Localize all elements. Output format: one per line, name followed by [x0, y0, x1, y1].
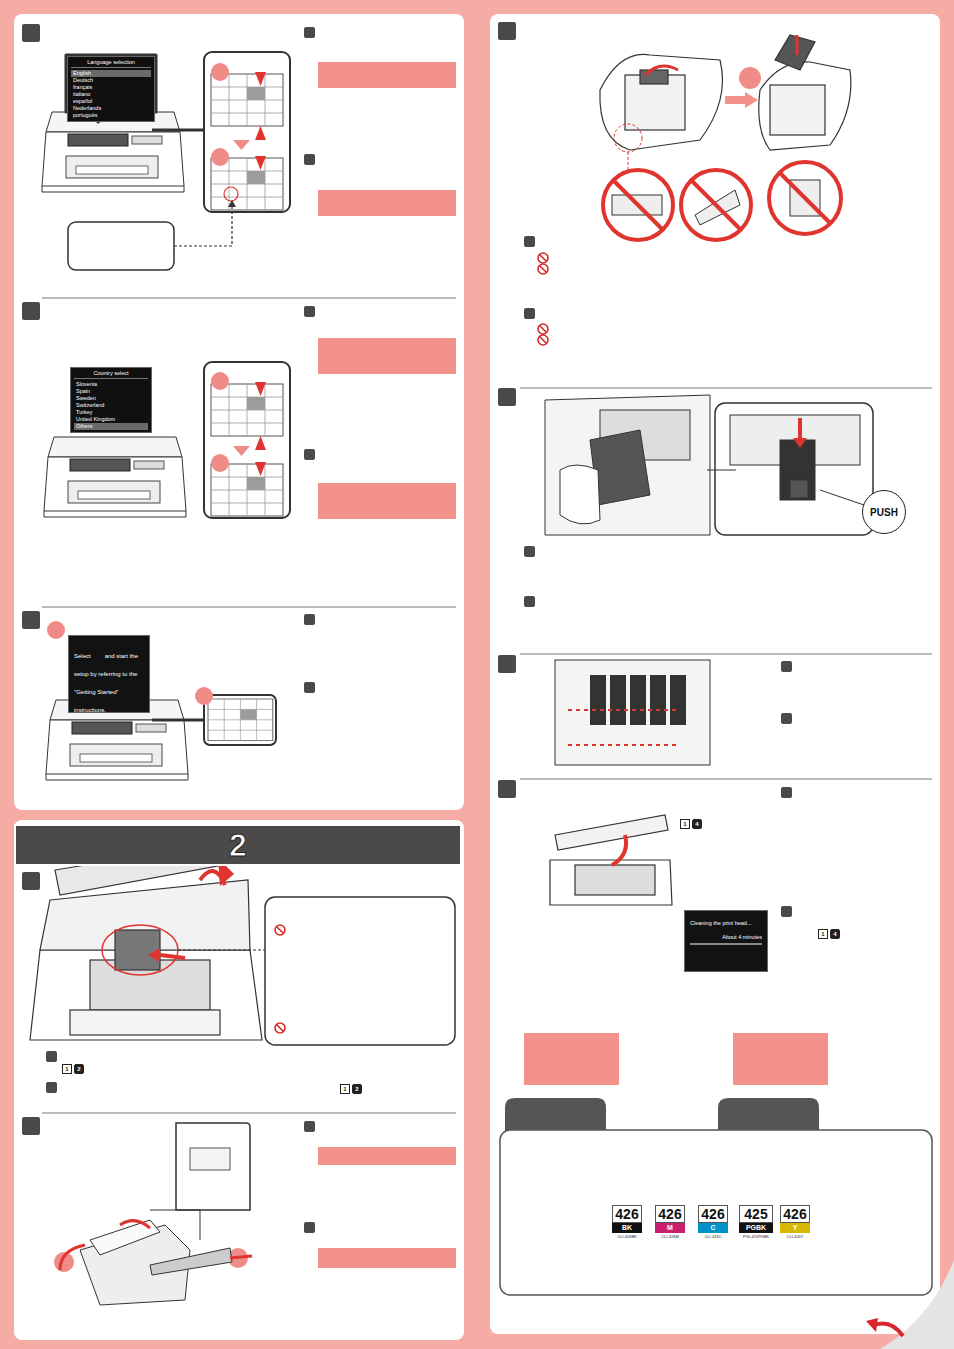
menu-item: Sweden [74, 395, 148, 402]
push-text: PUSH [870, 507, 898, 518]
substep-marker [46, 27, 792, 1233]
page-ref-number: 2 [74, 1064, 84, 1074]
menu-item: Nederlands [71, 105, 151, 112]
color-code: PGBK [739, 1223, 773, 1233]
screen-title: Country select [74, 370, 148, 379]
lcd-screen: Selectand start the setup by referring t… [68, 635, 150, 713]
ink-tank-icon: 426MCLI-426M [655, 1205, 685, 1240]
model-name: CLI-426M [661, 1234, 679, 1240]
push-badge: PUSH [862, 490, 906, 534]
ink-tank-icon: 426YCLI-426Y [780, 1205, 810, 1240]
model-name: CLI-426BK [617, 1234, 637, 1240]
menu-item: français [71, 84, 151, 91]
ink-tank-icon: 426CCLI-426C [698, 1205, 728, 1240]
panel [490, 14, 940, 1334]
page-ref-number: 4 [692, 819, 702, 829]
step-marker [22, 22, 516, 1135]
screen-message: and start the setup by referring to the … [74, 653, 138, 713]
ink-tank-icon: 425PGBKPGI-425PGBK [739, 1205, 773, 1240]
callout-dot [47, 63, 804, 1272]
highlight-bar [318, 62, 828, 1268]
section-heading: 2 [14, 824, 462, 866]
lcd-screen: Language selectionEnglishDeutschfrançais… [67, 56, 155, 122]
screen-title: Language selection [71, 59, 151, 68]
panel [14, 14, 464, 810]
screen-message: About 4 minutes [690, 933, 762, 945]
screen-message: Select [74, 653, 105, 659]
menu-item: Turkey [74, 409, 148, 416]
menu-item: Spain [74, 388, 148, 395]
color-code: C [698, 1223, 728, 1233]
page-ref-number: 1 [62, 1064, 72, 1074]
menu-item: português [71, 112, 151, 119]
page-ref-number: 1 [340, 1084, 350, 1094]
cartridge-number: 425 [739, 1205, 773, 1223]
color-code: M [655, 1223, 685, 1233]
cartridge-number: 426 [780, 1205, 810, 1223]
menu-item: Slovenia [74, 381, 148, 388]
lcd-screen: Country selectSloveniaSpainSwedenSwitzer… [70, 367, 152, 433]
page-ref-number: 1 [818, 929, 828, 939]
color-code: BK [612, 1223, 642, 1233]
panel [14, 820, 464, 1340]
model-name: CLI-426Y [787, 1234, 804, 1240]
model-name: PGI-425PGBK [743, 1234, 769, 1240]
cartridge-number: 426 [698, 1205, 728, 1223]
menu-item: Others [74, 423, 148, 430]
ink-tank-icon: 426BKCLI-426BK [612, 1205, 642, 1240]
cartridge-number: 426 [655, 1205, 685, 1223]
info-box [500, 1130, 932, 1295]
color-code: Y [780, 1223, 810, 1233]
prohibited [603, 162, 841, 240]
menu-item: English [71, 70, 151, 77]
model-name: CLI-426C [704, 1234, 721, 1240]
menu-item: español [71, 98, 151, 105]
menu-item: italiano [71, 91, 151, 98]
screen-message: Cleaning the print head... [690, 919, 762, 927]
menu-item: Deutsch [71, 77, 151, 84]
page-ref-number: 4 [830, 929, 840, 939]
page-ref-number: 1 [680, 819, 690, 829]
menu-item: Switzerland [74, 402, 148, 409]
page-ref-number: 2 [352, 1084, 362, 1094]
menu-item: United Kingdom [74, 416, 148, 423]
section-number: 2 [229, 827, 247, 863]
cartridge-number: 426 [612, 1205, 642, 1223]
lcd-screen: Cleaning the print head... About 4 minute… [684, 910, 768, 972]
